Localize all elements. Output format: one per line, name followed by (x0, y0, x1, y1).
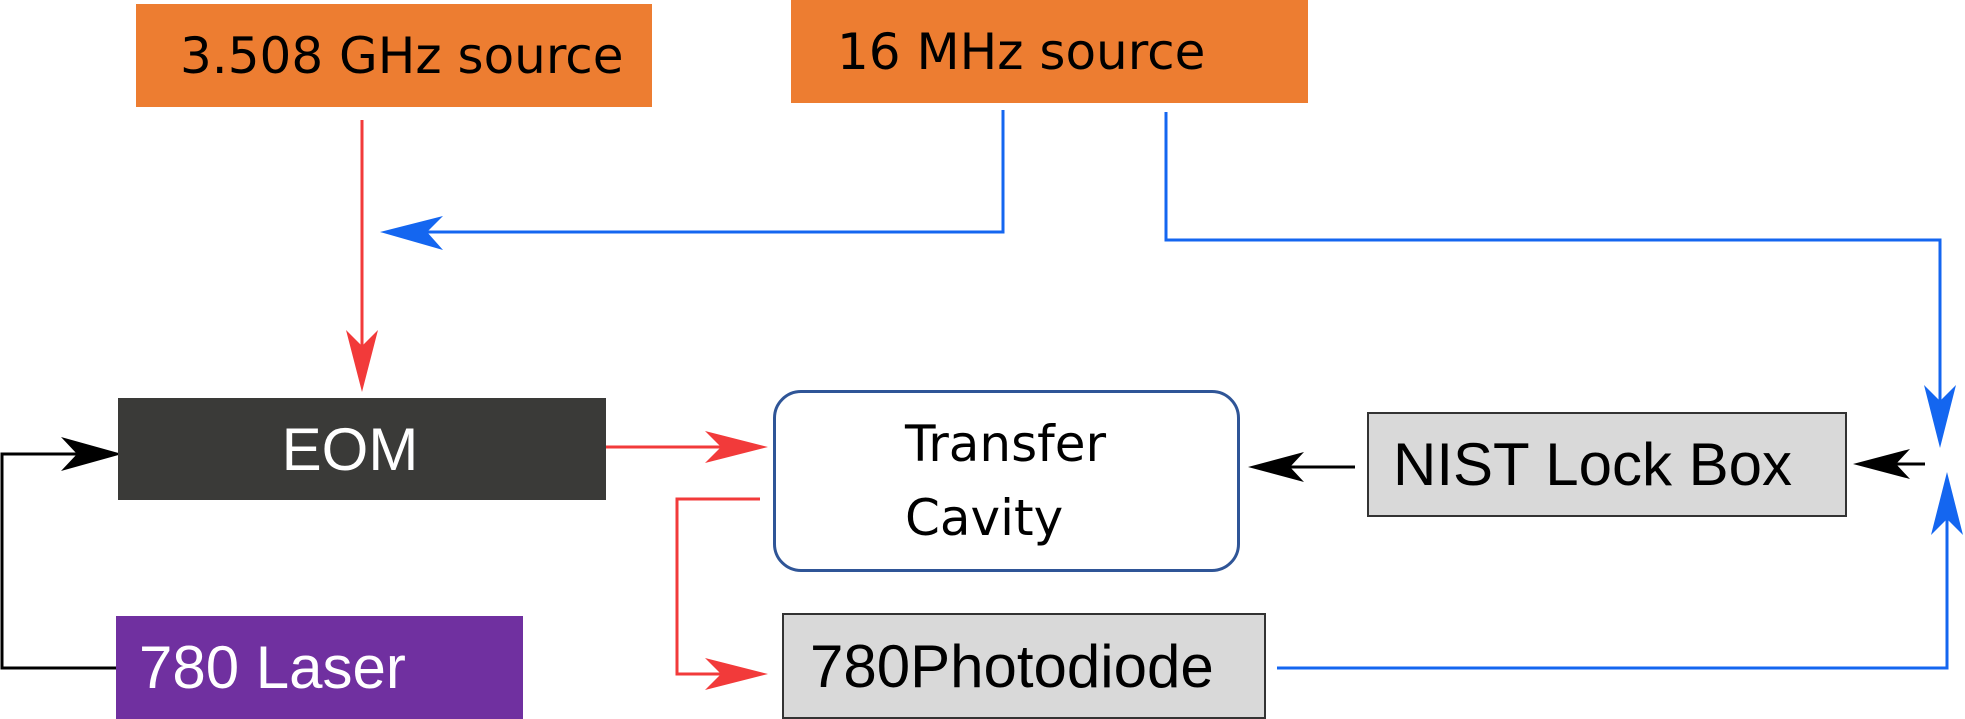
cavity-to-photodiode-arrowhead (705, 658, 768, 690)
photodiode-to-lockbox-arrowhead (1931, 472, 1963, 535)
photodiode-to-lockbox-line (1277, 490, 1949, 670)
mhz-branch-left-line (405, 110, 1005, 234)
cavity-to-photodiode-line (675, 497, 760, 676)
mhz-to-lockbox-arrowhead (1924, 385, 1956, 448)
laser-block: 780 Laser (116, 616, 523, 719)
photodiode-block: 780Photodiode (782, 613, 1266, 719)
mhz-branch-left-arrowhead (380, 216, 443, 250)
transfer-cavity-label-line1: Transfer (905, 415, 1107, 473)
transfer-cavity-block: Transfer Cavity (773, 390, 1240, 572)
nist-lock-box-block: NIST Lock Box (1367, 412, 1847, 517)
transfer-cavity-label-line2: Cavity (905, 489, 1064, 547)
nist-lock-box-label: NIST Lock Box (1393, 431, 1793, 498)
ghz-to-eom-arrowhead (346, 330, 378, 392)
input-to-lockbox-arrowhead (1853, 449, 1910, 479)
eom-label: EOM (281, 415, 419, 483)
laser-to-eom-line (0, 452, 116, 670)
ghz-source-label: 3.508 GHz source (180, 26, 624, 85)
ghz-source-block: 3.508 GHz source (136, 4, 652, 107)
eom-block: EOM (118, 398, 606, 500)
mhz-source-block: 16 MHz source (791, 0, 1308, 103)
laser-label: 780 Laser (139, 634, 406, 701)
lockbox-to-cavity-arrowhead (1248, 452, 1304, 482)
mhz-to-lockbox-line (1164, 112, 1942, 430)
mhz-source-label: 16 MHz source (837, 22, 1206, 81)
photodiode-label: 780Photodiode (810, 632, 1214, 700)
eom-to-cavity-arrowhead (705, 431, 768, 463)
laser-to-eom-arrowhead (61, 437, 122, 471)
